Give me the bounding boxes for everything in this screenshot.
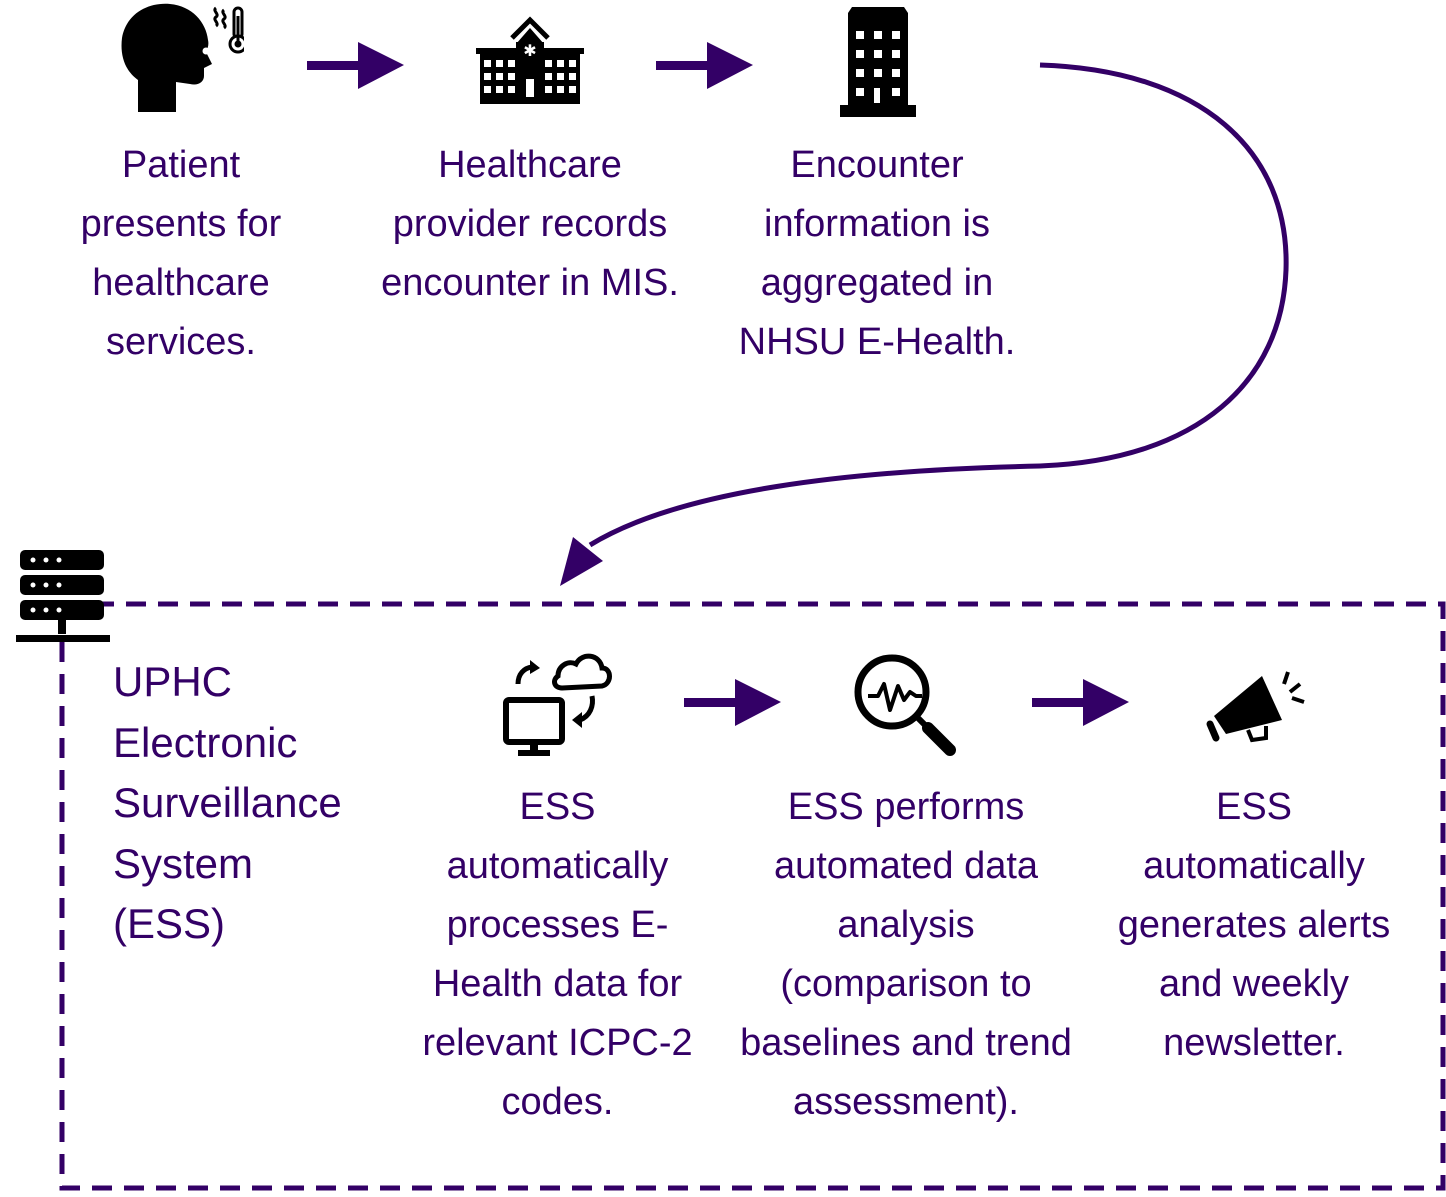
arrow-patient-to-provider bbox=[307, 42, 404, 89]
step-text-provider: Healthcare provider records encounter in… bbox=[381, 144, 679, 304]
step-text-ehealth: Encounter information is aggregated in N… bbox=[738, 144, 1016, 363]
arrow-analysis-to-alerts bbox=[1032, 679, 1129, 726]
computer-cloud-sync-icon bbox=[502, 650, 612, 760]
arrow-provider-to-ehealth bbox=[656, 42, 753, 89]
ess-title: UPHC Electronic Surveillance System (ESS… bbox=[113, 658, 342, 947]
step-text-process: ESS automatically processes E- Health da… bbox=[422, 786, 693, 1123]
svg-text:✱: ✱ bbox=[523, 41, 536, 60]
patient-fever-icon bbox=[118, 2, 244, 114]
office-building-icon bbox=[840, 7, 916, 117]
hospital-icon: ✱ bbox=[476, 16, 584, 104]
step-text-analysis: ESS performs automated data analysis (co… bbox=[740, 786, 1072, 1123]
ess-boundary-box bbox=[59, 601, 1446, 1191]
curved-arrow-head bbox=[560, 537, 603, 586]
step-text-alerts: ESS automatically generates alerts and w… bbox=[1117, 786, 1391, 1064]
megaphone-icon bbox=[1200, 664, 1310, 744]
curved-arrow-ehealth-to-ess bbox=[588, 62, 1289, 548]
step-text-patient: Patient presents for healthcare services… bbox=[80, 144, 282, 363]
server-network-icon bbox=[16, 548, 110, 646]
magnifier-pulse-icon bbox=[852, 652, 960, 758]
arrow-process-to-analysis bbox=[684, 679, 781, 726]
